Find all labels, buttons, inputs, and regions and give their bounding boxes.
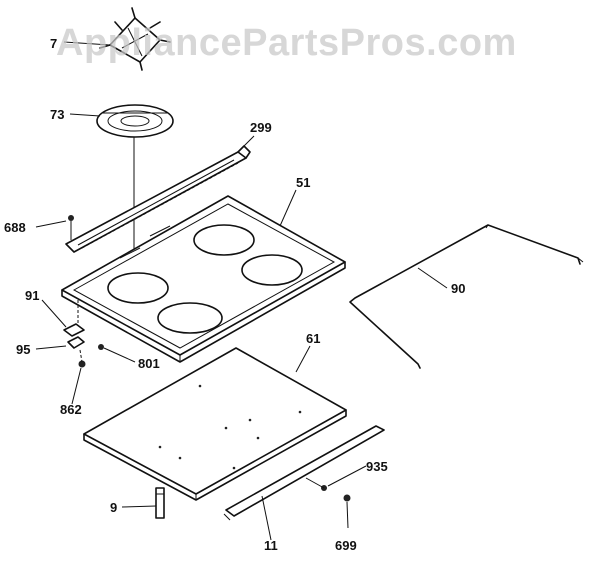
part-9-stud xyxy=(155,487,165,519)
part-299-trim-bar xyxy=(65,145,251,253)
part-73-drip-pan xyxy=(96,104,174,138)
label-90: 90 xyxy=(451,281,465,296)
part-7-grate xyxy=(99,7,171,71)
label-95: 95 xyxy=(16,342,30,357)
label-61: 61 xyxy=(306,331,320,346)
label-862: 862 xyxy=(60,402,82,417)
part-699-screw xyxy=(343,494,351,529)
part-91-bracket xyxy=(63,300,85,349)
label-51: 51 xyxy=(296,175,310,190)
part-862-screw xyxy=(78,349,86,368)
part-51-cooktop xyxy=(61,195,346,363)
label-801: 801 xyxy=(138,356,160,371)
part-801-screw xyxy=(98,344,104,350)
part-61-bottom-panel xyxy=(83,347,347,501)
part-935-screw xyxy=(305,477,327,491)
part-688-screw xyxy=(68,215,74,240)
watermark-text: AppliancePartsPros.com xyxy=(56,22,517,64)
part-11-trim-strip xyxy=(223,425,385,521)
label-935: 935 xyxy=(366,459,388,474)
label-688: 688 xyxy=(4,220,26,235)
label-9: 9 xyxy=(110,500,117,515)
label-699: 699 xyxy=(335,538,357,553)
label-11: 11 xyxy=(264,538,278,553)
label-73: 73 xyxy=(50,107,64,122)
label-7: 7 xyxy=(50,36,57,51)
part-90-wire-rod xyxy=(349,224,584,369)
label-299: 299 xyxy=(250,120,272,135)
label-91: 91 xyxy=(25,288,39,303)
leader-lines xyxy=(35,41,448,541)
